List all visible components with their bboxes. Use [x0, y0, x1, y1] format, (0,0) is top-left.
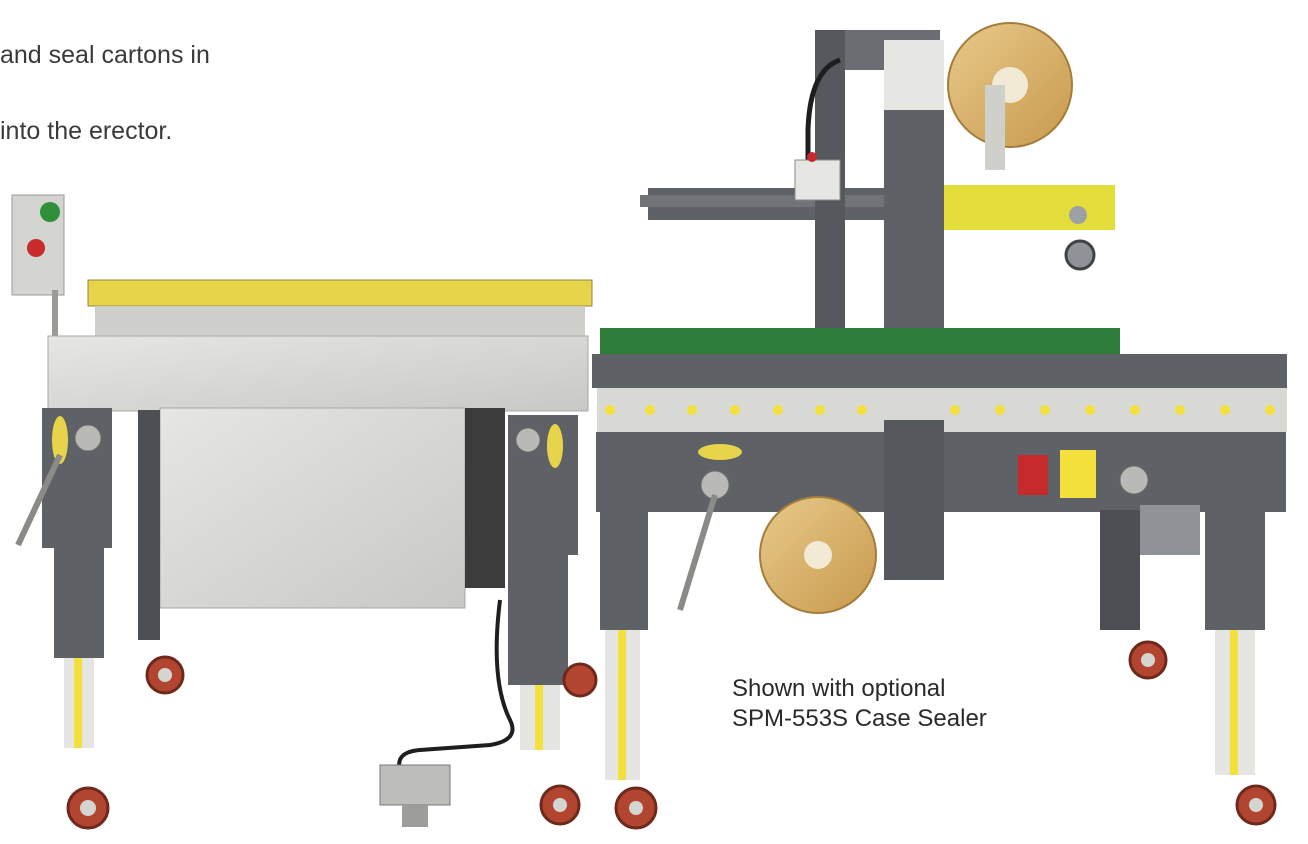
power-switch-icon	[1018, 455, 1048, 495]
rollers	[605, 405, 1275, 415]
intro-text-line-1: and seal cartons in	[0, 41, 210, 69]
emergency-stop-icon	[27, 239, 45, 257]
optional-sealer-caption: Shown with optional SPM-553S Case Sealer	[732, 674, 987, 734]
warning-label-icon	[1060, 450, 1096, 498]
caption-line-2: SPM-553S Case Sealer	[732, 705, 987, 732]
case-erector	[11, 194, 598, 830]
start-button-icon	[40, 202, 60, 222]
case-sealer	[592, 22, 1287, 830]
control-box	[11, 194, 65, 340]
caption-line-1: Shown with optional	[732, 675, 946, 702]
caster-wheels	[66, 655, 598, 830]
intro-text-line-2: into the erector.	[0, 117, 173, 145]
